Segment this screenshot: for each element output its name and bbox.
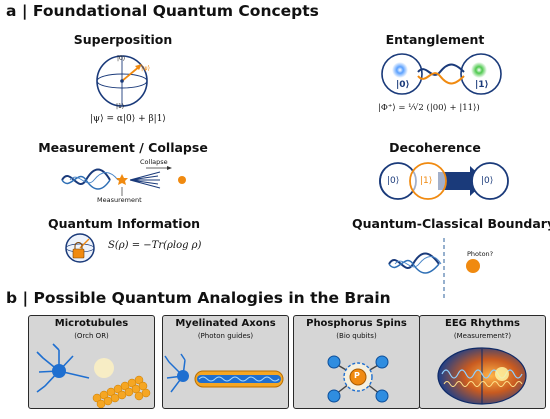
deco-ket0: |0⟩ [387,176,400,186]
card-subtitle: (Orch OR) [74,332,109,340]
card-eeg-rhythms: EEG Rhythms (Measurement?) [419,315,546,409]
axon-icon [164,353,284,393]
card-microtubules: Microtubules (Orch OR) [28,315,155,409]
superposition-formula: |ψ⟩ = α|0⟩ + β|1⟩ [90,114,166,124]
card-title: Phosphorus Spins [306,318,407,329]
card-phosphorus-spins: Phosphorus Spins (Bio qubits) P [293,315,420,409]
boundary-diagram [388,238,480,300]
collapse-diagram [61,166,186,196]
decoherence-title: Decoherence [389,140,481,155]
ket1-label: |1⟩ [116,103,125,110]
ket0-label: |0⟩ [117,55,126,62]
card-myelinated-axons: Myelinated Axons (Photon guides) [162,315,289,409]
card-title: EEG Rhythms [445,318,520,329]
deco-ket1: |1⟩ [420,176,433,186]
information-title: Quantum Information [48,216,201,231]
superposition-title: Superposition [73,32,173,47]
card-subtitle: (Measurement?) [453,332,512,340]
decoherence-diagram [379,162,509,200]
entanglement-diagram [381,53,502,95]
entanglement-formula: |Φ⁺⟩ = ¹⁄√2 (|00⟩ + |11⟩) [378,103,480,113]
card-subtitle: (Bio qubits) [336,332,377,340]
psi-label: |ψ⟩ [141,64,151,72]
measurement-label: Measurement [97,196,142,204]
information-formula: S(ρ) = −Tr(ρlog ρ) [108,240,202,251]
card-title: Myelinated Axons [175,318,276,329]
phosphate-molecule-icon [327,355,389,403]
boundary-title: Quantum-Classical Boundary [352,216,550,231]
card-title: Microtubules [54,318,129,329]
lock-sphere-icon [65,233,95,263]
collapse-label: Collapse [140,158,168,166]
phosphorus-label: P [354,371,360,380]
section-b-title: b | Possible Quantum Analogies in the Br… [6,289,391,307]
card-subtitle: (Photon guides) [197,332,254,340]
photon-label: Photon? [467,250,494,258]
bloch-sphere-icon [96,55,148,107]
section-a-title: a | Foundational Quantum Concepts [6,2,319,20]
neuron-microtubule-icon [36,343,151,408]
brain-eeg-icon [437,347,527,405]
ent-ket0: |0⟩ [396,80,410,90]
deco-result: |0⟩ [481,176,494,186]
entanglement-title: Entanglement [385,32,485,47]
ent-ket1: |1⟩ [475,80,489,90]
measurement-title: Measurement / Collapse [38,140,208,155]
